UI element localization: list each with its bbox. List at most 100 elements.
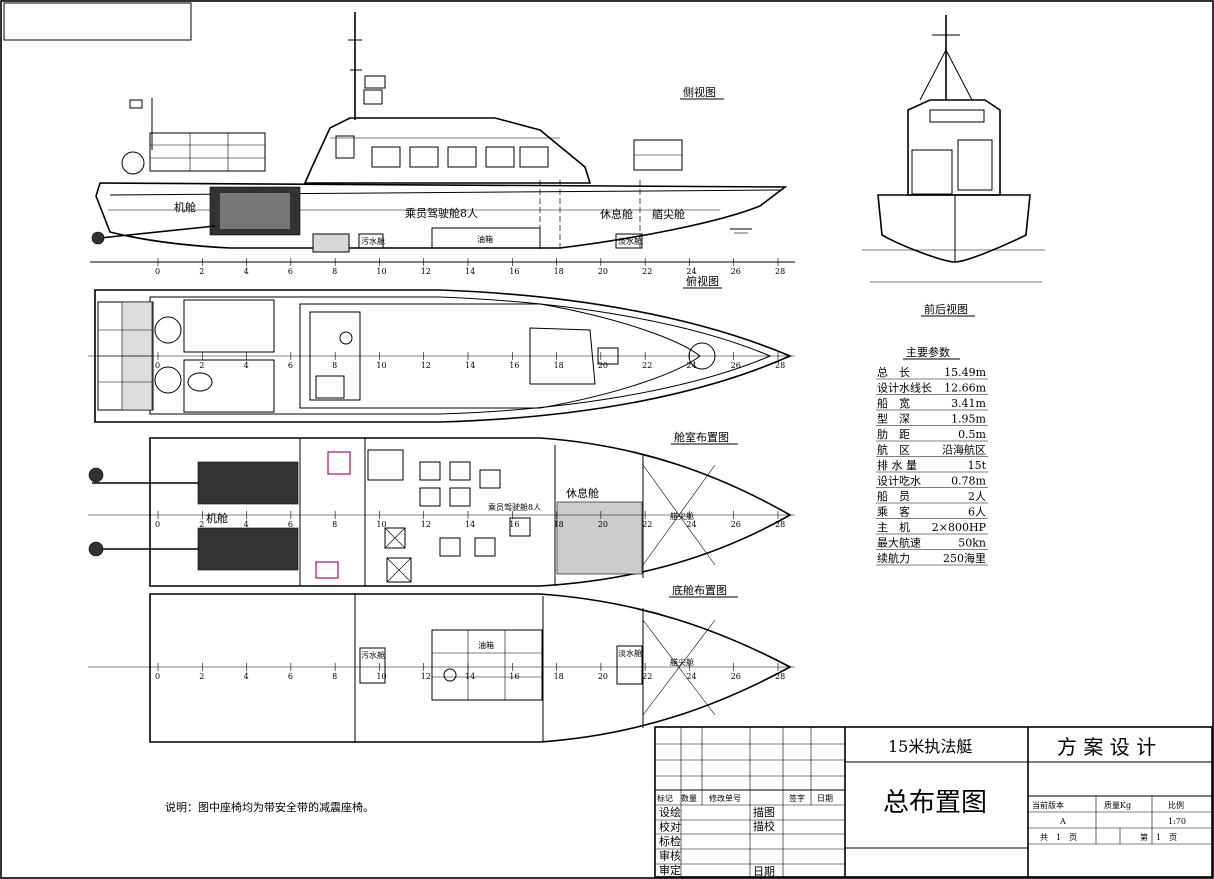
cabin-frame-tick-label: 20	[598, 520, 608, 529]
version-value: A	[1059, 817, 1066, 826]
bottom-frame-tick-label: 2	[199, 672, 204, 681]
side-view-title: 侧视图	[683, 85, 716, 99]
side-frame-tick-label: 26	[731, 267, 741, 276]
boat-name: 15米执法艇	[888, 737, 972, 756]
corner-box	[3, 2, 192, 41]
top-frame-tick-label: 6	[288, 361, 293, 370]
bottom-frame-tick-label: 8	[332, 672, 337, 681]
top-frame-tick-label: 12	[421, 361, 431, 370]
side-frame-tick-label: 6	[288, 267, 293, 276]
bottom-hull	[149, 593, 792, 743]
cabin-frame-tick-label: 4	[244, 520, 249, 529]
role-label: 审定	[659, 863, 681, 877]
param-value: 250海里	[943, 551, 986, 565]
param-label: 设计水线长	[877, 381, 932, 395]
param-label: 船 宽	[877, 396, 910, 410]
bottom-bow-label: 艏尖舱	[670, 657, 694, 667]
param-label: 主 机	[877, 520, 910, 534]
equipment-symbol-2	[315, 561, 339, 579]
top-frame-tick-label: 28	[775, 361, 785, 370]
params-title: 主要参数	[906, 345, 950, 359]
cabin-frame-tick-label: 6	[288, 520, 293, 529]
param-label: 总 长	[877, 365, 910, 379]
bottom-frame-tick-label: 28	[775, 672, 785, 681]
cabin-crew-label: 乘员驾驶舱8人	[488, 502, 541, 512]
revision-header: 修改单号	[709, 793, 741, 803]
side-frame-tick-label: 8	[332, 267, 337, 276]
side-frame-tick-label: 28	[775, 267, 785, 276]
bottom-frame-tick-label: 10	[376, 672, 386, 681]
cabin-frame-tick-label: 8	[332, 520, 337, 529]
bottom-fuel-label: 油箱	[478, 640, 494, 650]
bottom-water-label: 淡水舱	[618, 648, 642, 658]
param-label: 肋 距	[877, 427, 910, 441]
revision-header: 签字	[789, 793, 805, 803]
param-value: 15t	[968, 459, 987, 472]
top-view-title: 俯视图	[686, 274, 719, 288]
param-value: 50kn	[958, 537, 986, 550]
param-label: 排 水 量	[877, 458, 917, 472]
top-frame-tick-label: 16	[509, 361, 519, 370]
bottom-frame-tick-label: 12	[421, 672, 431, 681]
role-label: 审核	[659, 849, 681, 863]
top-frame-tick-label: 20	[598, 361, 608, 370]
side-frame-tick-label: 2	[199, 267, 204, 276]
front-cabin	[907, 99, 1001, 196]
param-value: 0.5m	[958, 428, 986, 441]
front-rear-view: 前后视图	[862, 15, 1045, 317]
param-value: 2×800HP	[932, 521, 987, 534]
cabin-layout-view: 舱室布置图 机舱	[88, 430, 795, 587]
bottom-fuel-tank	[431, 629, 543, 701]
mass-label: 质量Kg	[1104, 800, 1131, 810]
side-frame-tick-label: 20	[598, 267, 608, 276]
cabin-frame-tick-label: 26	[731, 520, 741, 529]
trace-label-2: 描校	[753, 819, 775, 833]
top-frame-tick-label: 24	[686, 361, 696, 370]
side-crew-label: 乘员驾驶舱8人	[405, 206, 478, 220]
bottom-frame-tick-label: 24	[686, 672, 696, 681]
param-label: 续航力	[877, 551, 910, 565]
drawing-title: 总布置图	[883, 788, 987, 818]
bottom-frame-tick-label: 18	[554, 672, 564, 681]
role-label: 标检	[659, 834, 681, 848]
prop-shaft	[99, 225, 216, 239]
rest-cabin-berth	[556, 501, 643, 575]
top-frame-tick-label: 4	[244, 361, 249, 370]
revision-header: 日期	[817, 794, 833, 803]
top-frame-tick-label: 0	[155, 361, 160, 370]
cabin-engine-room-label: 机舱	[206, 511, 228, 525]
version-label: 当前版本	[1032, 800, 1064, 810]
cabin-frame-tick-label: 16	[509, 520, 519, 529]
param-label: 设计吃水	[877, 475, 921, 488]
top-frame-tick-label: 8	[332, 361, 337, 370]
cabin-engine-upper	[197, 461, 299, 505]
bottom-sewage-label: 污水舱	[361, 650, 385, 660]
bottom-frame-tick-label: 6	[288, 672, 293, 681]
trace-label-1: 描图	[753, 805, 775, 819]
sheet-total: 共 1 页	[1040, 833, 1077, 842]
param-label: 最大航速	[877, 536, 921, 550]
top-frame-tick-label: 14	[465, 361, 475, 370]
cabin-frame-tick-label: 12	[421, 520, 431, 529]
param-value: 12.66m	[944, 382, 986, 395]
cabin-frame-tick-label: 14	[465, 520, 475, 529]
bottom-layout-title: 底舱布置图	[672, 583, 727, 597]
cabin-frame-tick-label: 18	[554, 520, 564, 529]
equipment-symbol	[327, 451, 351, 475]
side-frame-tick-label: 14	[465, 267, 475, 276]
param-value: 6人	[968, 506, 986, 519]
param-value: 沿海航区	[942, 443, 986, 457]
bottom-frame-tick-label: 16	[509, 672, 519, 681]
side-frame-tick-label: 4	[244, 267, 249, 276]
front-rear-title: 前后视图	[924, 302, 968, 316]
side-frame-tick-label: 16	[509, 267, 519, 276]
side-rest-label: 休息舱	[600, 207, 633, 221]
side-bow-label: 艏尖舱	[652, 207, 685, 221]
side-frame-tick-label: 18	[554, 267, 564, 276]
side-frame-tick-label: 10	[376, 267, 386, 276]
